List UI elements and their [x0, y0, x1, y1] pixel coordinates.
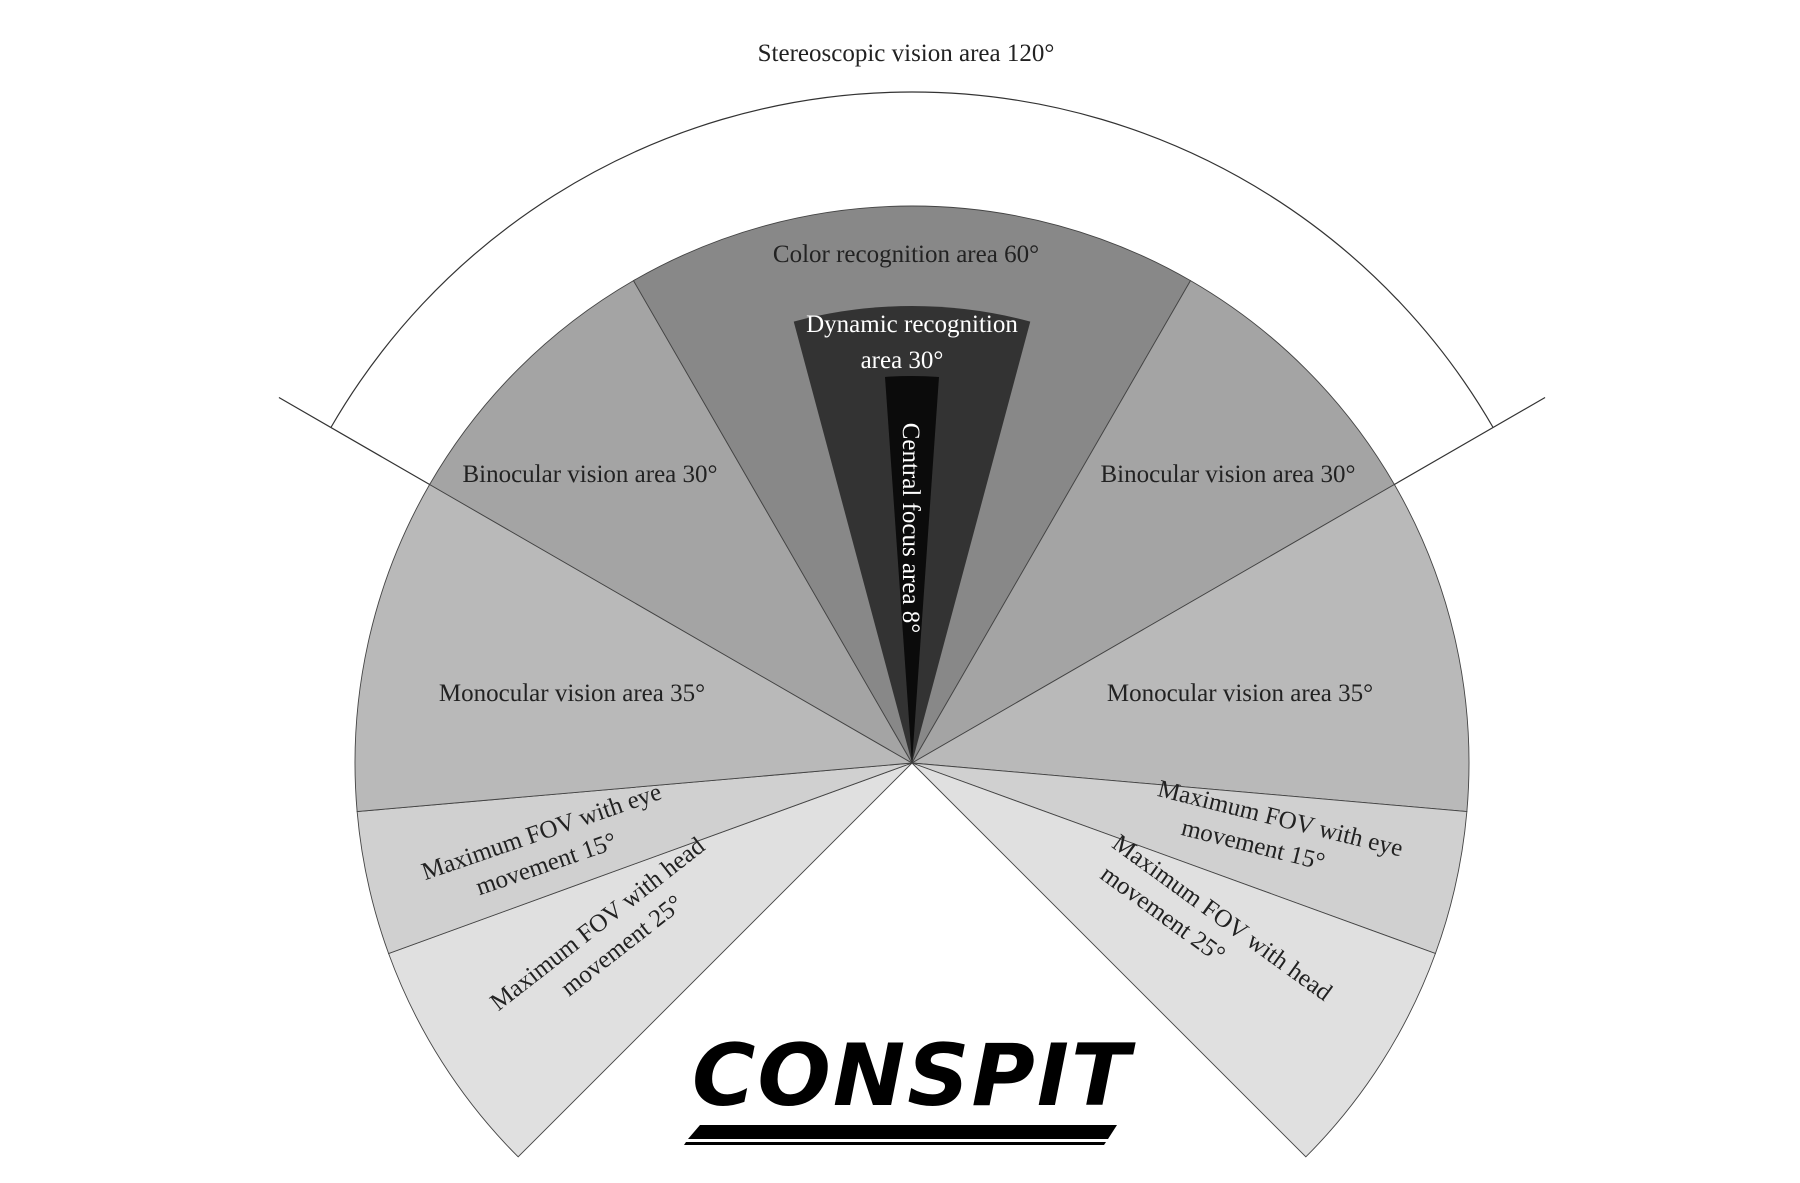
sector-bino-right [910, 280, 1395, 765]
stereoscopic-title: Stereoscopic vision area 120° [758, 40, 1055, 67]
binocular-left-label: Binocular vision area 30° [462, 461, 717, 488]
binocular-right-label: Binocular vision area 30° [1100, 461, 1355, 488]
sector-mono-left [354, 483, 914, 813]
logo-text: CONSPIT [692, 1026, 1136, 1126]
dynamic-recognition-label-1: Dynamic recognition [806, 311, 1018, 338]
conspit-logo: CONSPIT [684, 1026, 1136, 1145]
stereoscopic-arc [330, 91, 1494, 428]
central-focus-label: Central focus area 8° [897, 423, 924, 634]
monocular-right-label: Monocular vision area 35° [1107, 680, 1373, 707]
sector-mono-right [910, 483, 1470, 813]
sector-head-left [388, 762, 913, 1158]
logo-underline [688, 1125, 1117, 1139]
logo-underline-thin [684, 1142, 1106, 1145]
color-recognition-label: Color recognition area 60° [773, 241, 1039, 268]
sector-bino-left [429, 280, 914, 765]
sectors-group [354, 205, 1470, 1158]
sector-head-right [911, 762, 1436, 1158]
stereoscopic-boundary-right [1394, 396, 1546, 486]
monocular-left-label: Monocular vision area 35° [439, 680, 705, 707]
sector-central [885, 376, 939, 763]
dynamic-recognition-label-2: area 30° [861, 347, 944, 374]
stereoscopic-boundary-left [278, 396, 430, 486]
